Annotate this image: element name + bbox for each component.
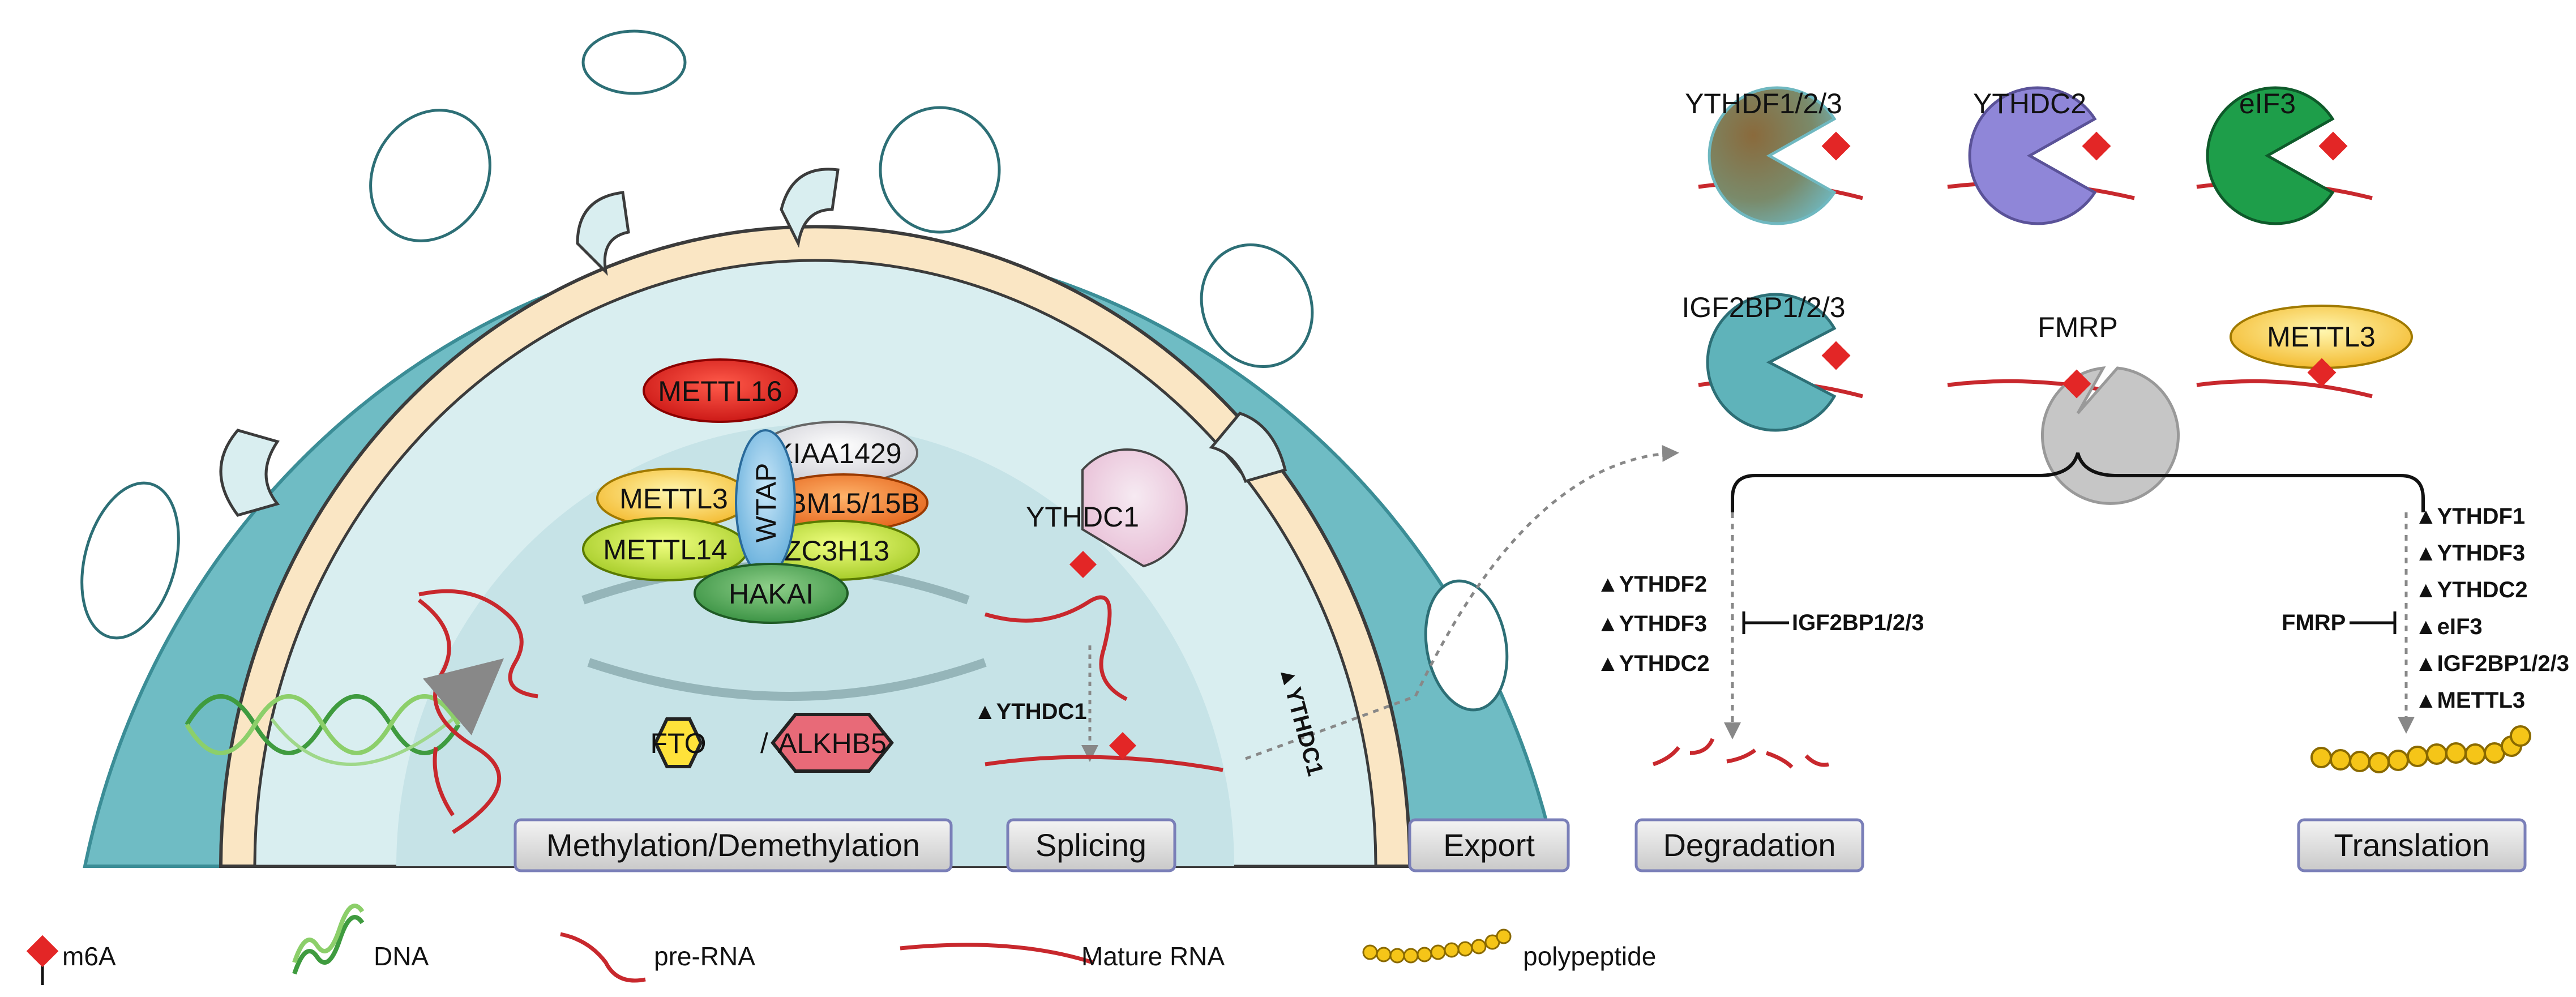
ythdc2-label: YTHDC2 [1973,88,2086,119]
methylation-label: Methylation/Demethylation [546,827,920,863]
export-path [1245,444,1679,760]
eraser-separator: / [760,728,768,759]
translation-promoter-6: ▲METTL3 [2415,688,2525,713]
legend: m6A DNA pre-RNA Mature RNA polypeptide [26,904,1656,985]
translation-promoters: ▲YTHDF1 ▲YTHDF3 ▲YTHDC2 ▲eIF3 ▲IGF2BP1/2… [2415,504,2569,713]
degradation-label: Degradation [1663,827,1835,863]
cytoplasm-vesicles [80,29,1509,712]
ythdc1-reader: YTHDC1 [1026,448,1188,568]
degradation-stage[interactable]: Degradation [1634,818,1864,872]
degradation-promoter-2: ▲YTHDF3 [1597,611,1707,636]
degradation-promoters: ▲YTHDF2 ▲YTHDF3 ▲YTHDC2 [1597,572,1710,676]
translation-inhibitor: FMRP [2282,610,2346,635]
splicing-stage[interactable]: Splicing [1006,818,1176,872]
splicing-ythdc1-marker: ▲YTHDC1 [974,699,1087,724]
spliced-rna [984,595,1128,701]
wtap-label: WTAP [750,463,782,543]
legend-pre-rna-label: pre-RNA [654,942,755,971]
hakai-label: HAKAI [729,578,814,610]
fate-brace [1731,452,2425,512]
fmrp-label: FMRP [2038,311,2118,343]
translation-promoter-4: ▲eIF3 [2415,614,2483,639]
legend-polypeptide: polypeptide [1362,928,1656,971]
dna-helix [185,694,461,766]
methylation-stage[interactable]: Methylation/Demethylation [514,818,953,872]
nuclear-pores [219,168,1287,517]
mettl3-complex-label: METTL3 [619,483,728,515]
translation-label: Translation [2334,827,2490,863]
legend-pre-rna: pre-RNA [560,932,755,983]
legend-mature-rna-label: Mature RNA [1081,942,1225,971]
demethylation-cycle [587,658,987,701]
legend-polypeptide-label: polypeptide [1523,942,1656,971]
eif3-reader: eIF3 [2196,86,2373,225]
legend-m6a-label: m6A [62,942,116,971]
export-label: Export [1443,827,1535,863]
fto-eraser: FTO [650,717,707,768]
ythdf123-label: YTHDF1/2/3 [1685,88,1842,119]
degradation-inhibitor: IGF2BP1/2/3 [1792,610,1924,635]
igf2bp123-label: IGF2BP1/2/3 [1681,292,1845,323]
degradation-promoter-1: ▲YTHDF2 [1597,572,1707,597]
degradation-inhibition: IGF2BP1/2/3 [1742,610,1924,635]
legend-mature-rna: Mature RNA [900,942,1225,971]
ythdf-reader: YTHDF1/2/3 [1685,86,1863,225]
legend-dna: DNA [292,904,429,975]
mettl16-label: METTL16 [658,375,782,407]
mettl3-reader: METTL3 [2196,305,2413,399]
alkhb5-label: ALKHB5 [778,728,887,759]
pre-rna-upper [418,589,538,699]
mettl14-label: METTL14 [603,534,728,566]
splicing-label: Splicing [1035,827,1146,863]
translation-promoter-2: ▲YTHDF3 [2415,541,2525,566]
ythdc1-label: YTHDC1 [1026,501,1139,533]
kiaa1429-label: KIAA1429 [774,438,901,469]
translation-inhibition: FMRP [2282,610,2397,635]
alkhb5-eraser: ALKHB5 [771,713,894,773]
legend-dna-label: DNA [374,942,429,971]
degraded-rna [1652,738,1829,769]
eif3-label: eIF3 [2239,88,2296,119]
translation-promoter-5: ▲IGF2BP1/2/3 [2415,651,2569,676]
fto-label: FTO [650,728,706,759]
mettl3-reader-label: METTL3 [2267,321,2376,353]
transcription-arrow [422,658,504,735]
degradation-promoter-3: ▲YTHDC2 [1597,651,1710,676]
writer-complex: METTL16 KIAA1429 METTL3 RBM15/15B METTL1… [581,358,970,624]
export-stage[interactable]: Export [1408,818,1570,872]
fmrp-reader: FMRP [1947,311,2180,505]
polypeptide-chain [2310,725,2531,773]
legend-m6a: m6A [26,935,116,985]
translation-promoter-3: ▲YTHDC2 [2415,577,2528,602]
igf2bp-reader: IGF2BP1/2/3 [1681,292,1863,432]
translation-stage[interactable]: Translation [2297,818,2527,872]
mature-rna-nucleus [985,755,1223,772]
ythdc2-reader: YTHDC2 [1947,86,2135,225]
zc3h13-label: ZC3H13 [784,535,889,567]
translation-promoter-1: ▲YTHDF1 [2415,504,2525,529]
